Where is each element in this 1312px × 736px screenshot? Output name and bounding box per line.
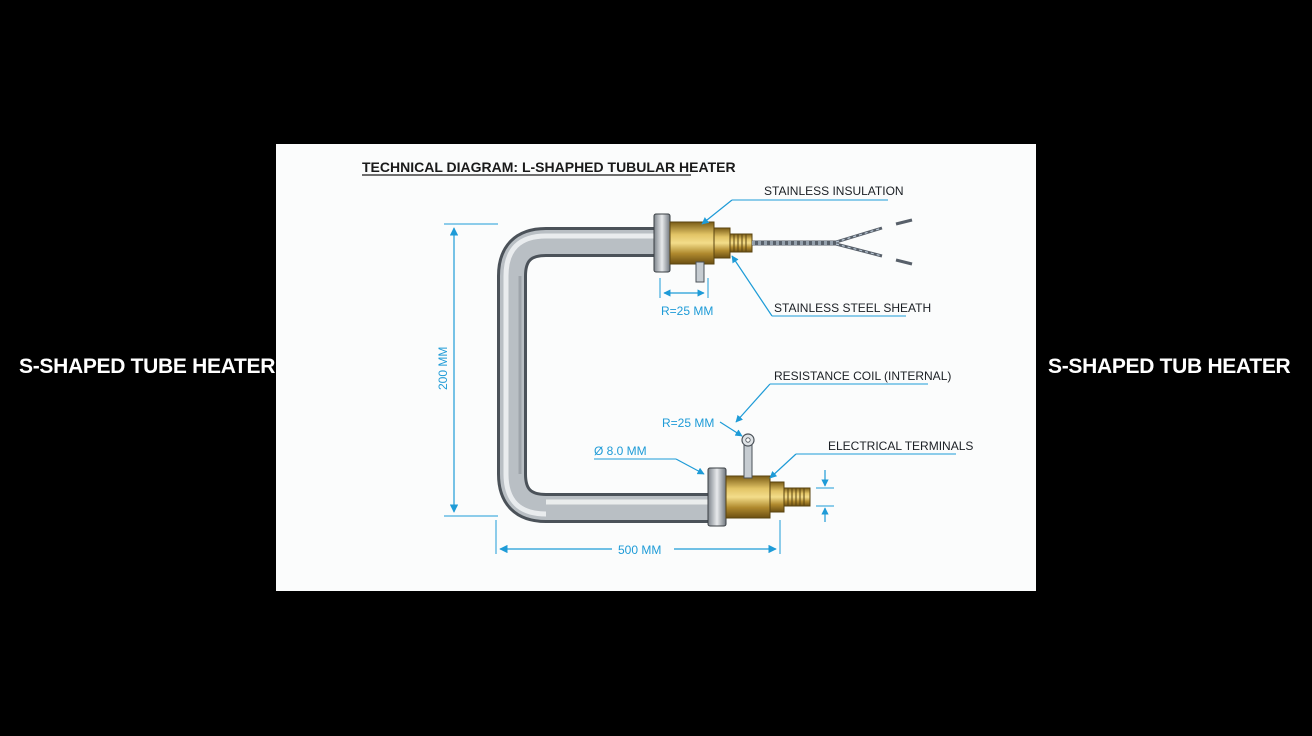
diagram-panel: TECHNICAL DIAGRAM: L-SHAPHED TUBULAR HEA…: [276, 144, 1036, 591]
callout-resistance-coil: RESISTANCE COIL (INTERNAL): [735, 369, 951, 423]
callout-stainless-insulation: STAINLESS INSULATION: [701, 184, 904, 225]
top-radius-dimension: R=25 MM: [659, 278, 713, 318]
diagram-title: TECHNICAL DIAGRAM: L-SHAPHED TUBULAR HEA…: [362, 159, 736, 175]
top-fitting: [653, 213, 753, 283]
thread-dimension: [816, 470, 834, 522]
bottom-radius-dimension: R=25 MM: [662, 416, 743, 437]
heater-tube: [497, 227, 712, 523]
callout-electrical-terminals: ELECTRICAL TERMINALS: [769, 439, 973, 479]
electrical-terminals-label: ELECTRICAL TERMINALS: [828, 439, 973, 453]
bottom-fitting: [707, 433, 811, 527]
stainless-insulation-label: STAINLESS INSULATION: [764, 184, 904, 198]
callout-stainless-steel-sheath: STAINLESS STEEL SHEATH: [731, 255, 931, 317]
heater-diagram: TECHNICAL DIAGRAM: L-SHAPHED TUBULAR HEA…: [362, 159, 973, 557]
right-side-label: S-SHAPED TUB HEATER: [1048, 355, 1291, 378]
top-radius-label: R=25 MM: [661, 304, 713, 318]
diameter-dimension: Ø 8.0 MM: [594, 444, 705, 475]
left-side-label: S-SHAPED TUBE HEATER: [19, 355, 276, 378]
bottom-radius-label: R=25 MM: [662, 416, 714, 430]
stainless-steel-sheath-label: STAINLESS STEEL SHEATH: [774, 301, 931, 315]
height-dimension: 200 MM: [436, 223, 498, 517]
length-label: 500 MM: [618, 543, 661, 557]
diameter-label: Ø 8.0 MM: [594, 444, 647, 458]
height-label: 200 MM: [436, 347, 450, 390]
lead-wires: [752, 218, 913, 266]
length-dimension: 500 MM: [495, 520, 781, 557]
resistance-coil-label: RESISTANCE COIL (INTERNAL): [774, 369, 951, 383]
